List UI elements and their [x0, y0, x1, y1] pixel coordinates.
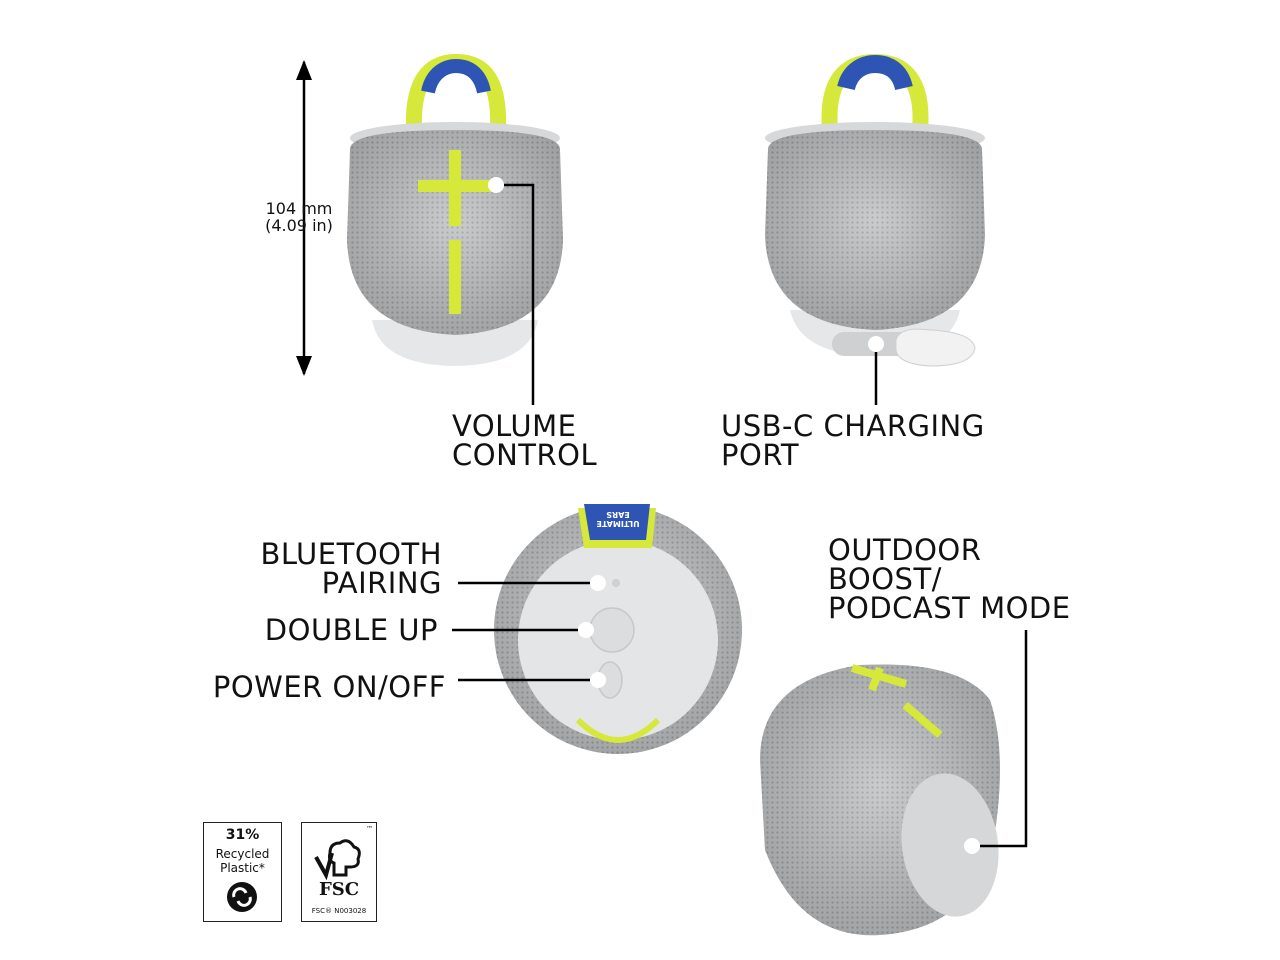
speaker-front-view [347, 53, 563, 405]
height-dimension-arrow [296, 60, 312, 376]
speaker-tilted-view [760, 630, 1028, 936]
power-on-off-label: POWER ON/OFF [212, 670, 446, 704]
fsc-tree-icon [314, 839, 361, 881]
recycled-plastic-badge: 31% Recycled Plastic* [203, 822, 282, 922]
height-in: (4.09 in) [265, 216, 333, 235]
usb-c-charging-port-label: USB-C CHARGING PORT [721, 409, 985, 472]
strap-brand-text: ULTIMATE EARS [596, 510, 640, 528]
speaker-bottom-view [452, 504, 742, 754]
height-mm: 104 mm [265, 199, 333, 218]
volume-control-label: VOLUME CONTROL [452, 409, 598, 472]
height-dimension-label: 104 mm (4.09 in) [254, 200, 344, 234]
volume-minus-icon [449, 240, 461, 314]
bluetooth-button-dot [590, 575, 606, 591]
outdoor-boost-label: OUTDOOR BOOST/ PODCAST MODE [828, 533, 1071, 625]
fsc-badge: ™ FSC FSC® N003028 [301, 822, 377, 922]
speaker-back-view [765, 53, 985, 405]
double-up-label: DOUBLE UP [264, 613, 438, 647]
double-up-button [589, 607, 635, 653]
recycle-icon [227, 882, 257, 912]
bluetooth-pairing-label: BLUETOOTH PAIRING [260, 537, 442, 600]
